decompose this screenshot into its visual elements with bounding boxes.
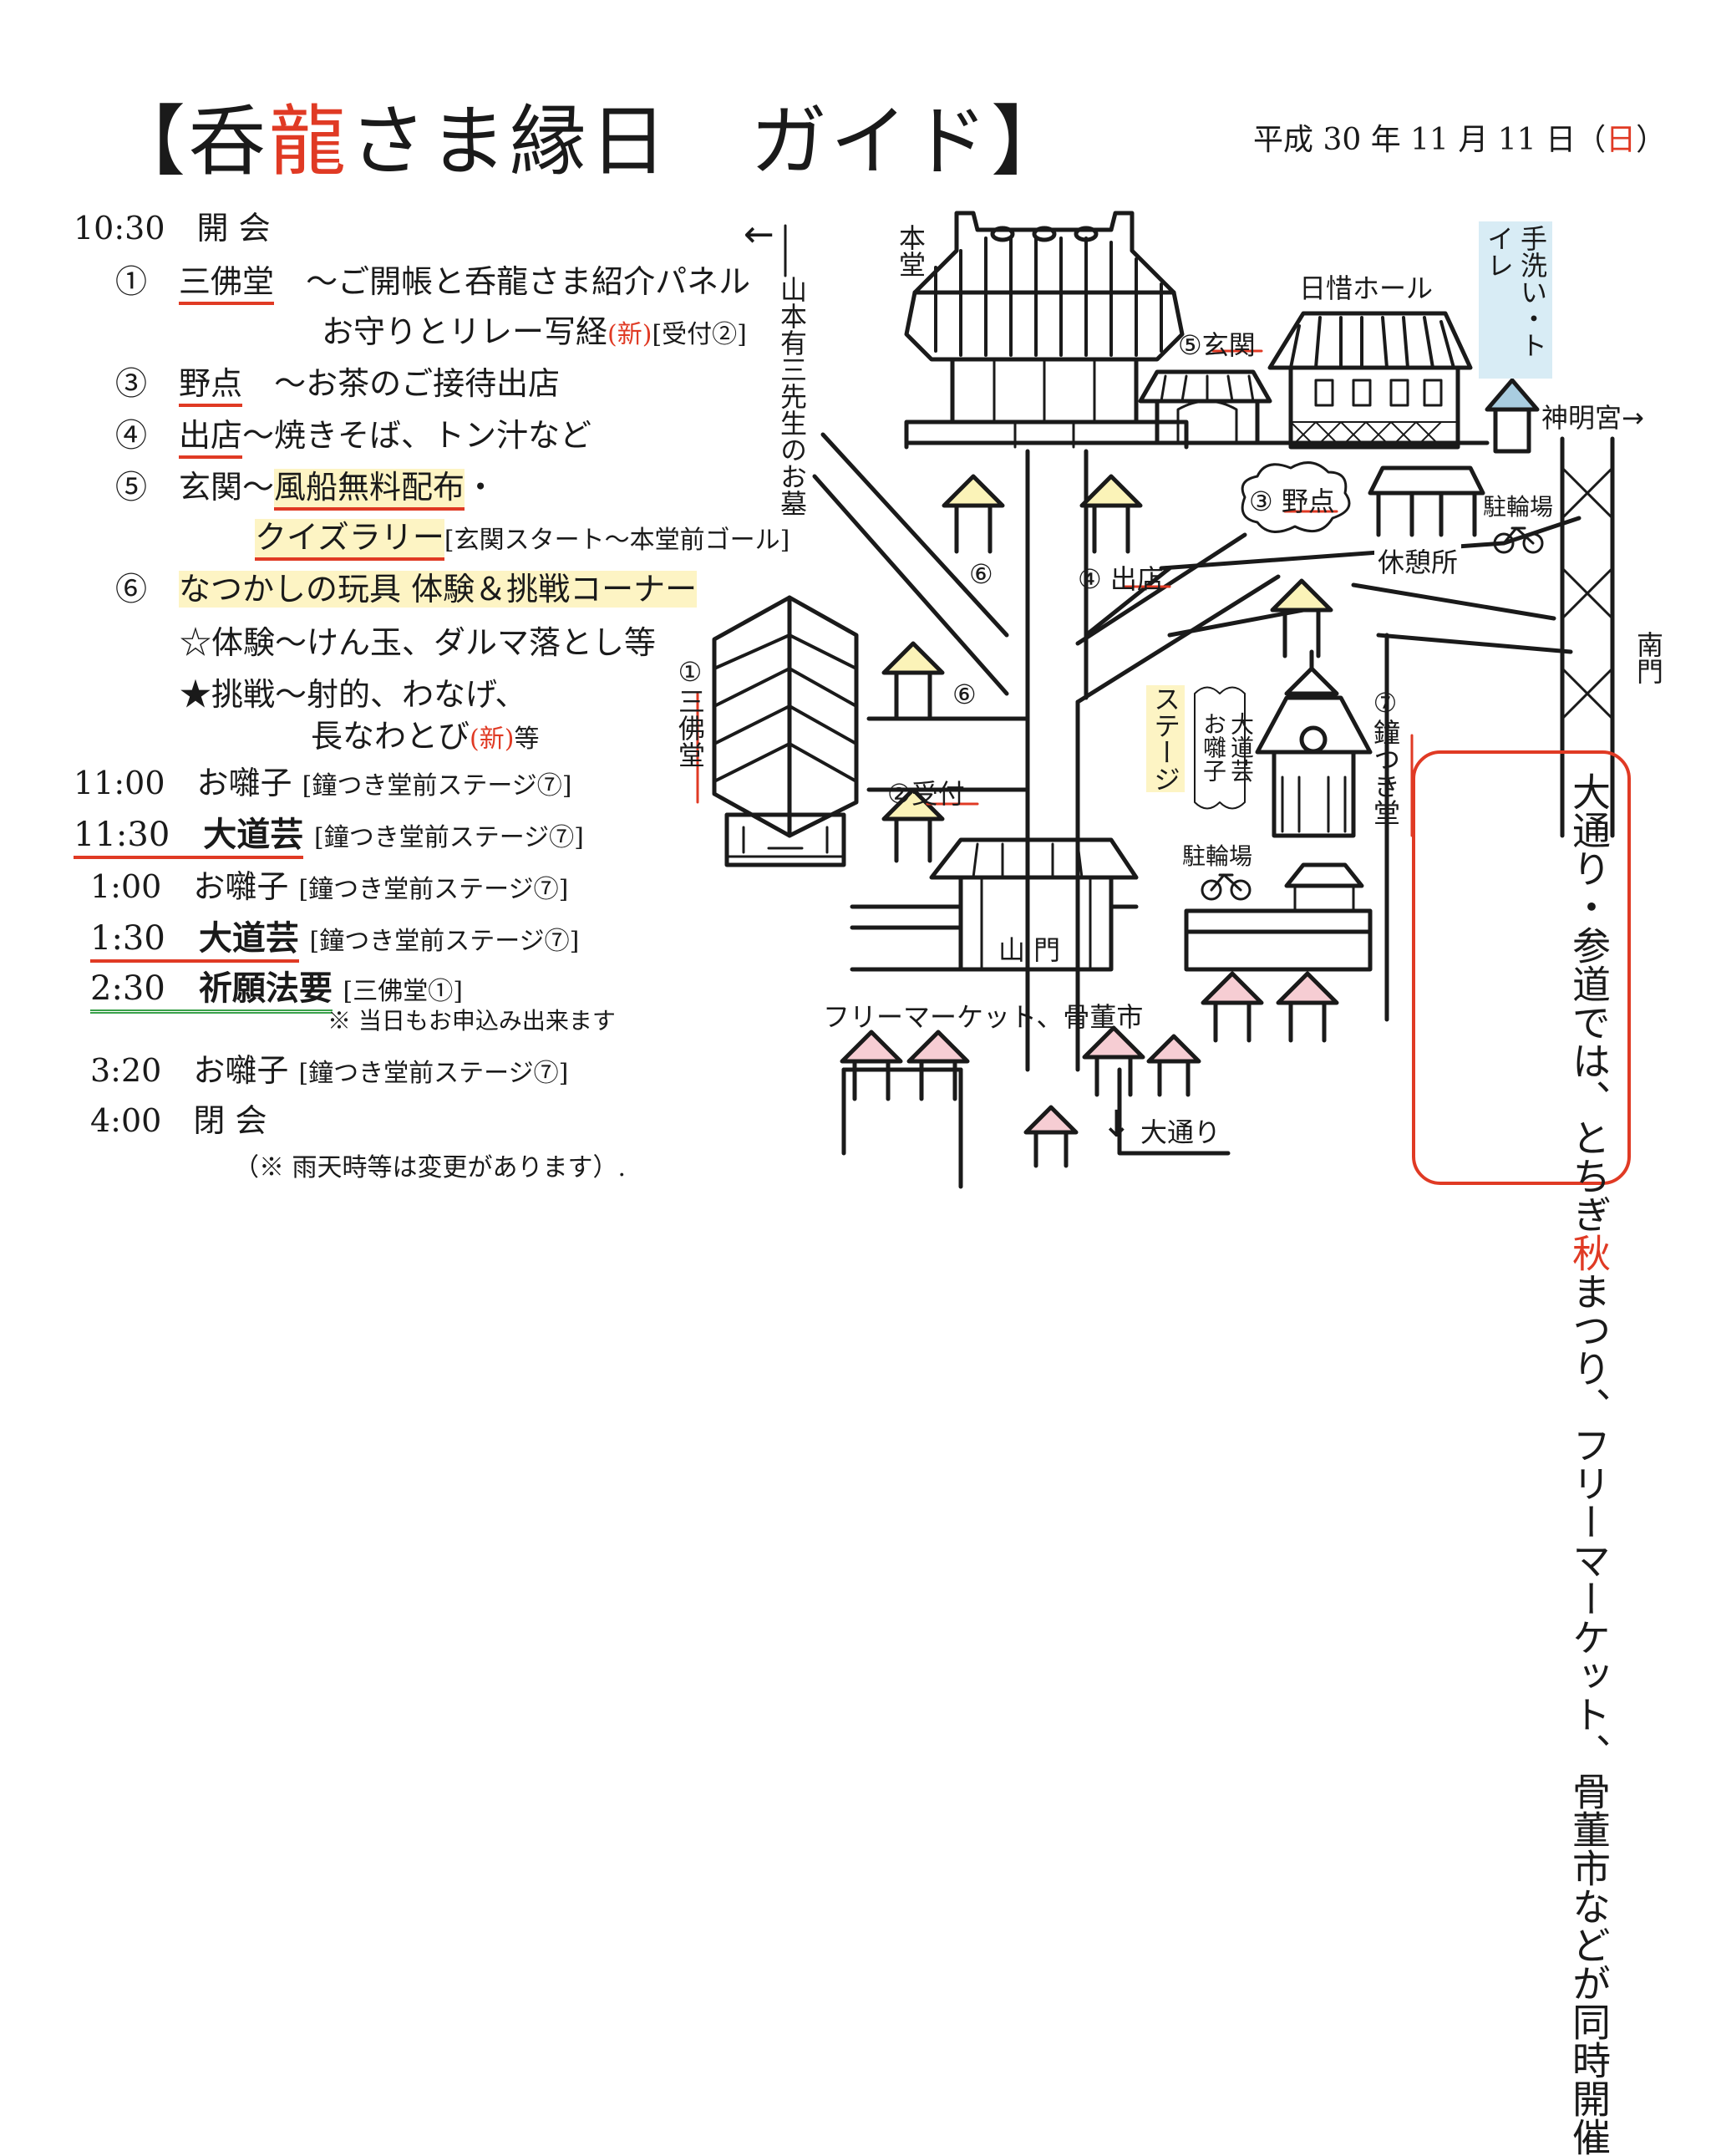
- diagonal-road-1: [820, 432, 1009, 638]
- tent-pink-2: [906, 1030, 970, 1101]
- sanbutsu-label: ①三佛堂: [674, 656, 706, 768]
- time-1130-row: 11:30 大道芸 [鐘つき堂前ステージ⑦]: [74, 807, 584, 859]
- bicycle-icon: [1493, 526, 1544, 554]
- sanmon-label: 山 門: [998, 934, 1061, 966]
- tent-pink-7: [1023, 1105, 1079, 1168]
- tent-pink-6: [1276, 971, 1339, 1043]
- tent-yellow-5: [1270, 578, 1333, 658]
- hall-label: 日惜ホール: [1299, 272, 1434, 304]
- event-1-row2: お守りとリレー写経(新)[受付②]: [322, 313, 747, 350]
- toilet-label: 手洗い・トイレ: [1479, 221, 1552, 379]
- hondo-building: [904, 211, 1189, 450]
- flea-market-label: フリーマーケット、骨董市: [823, 1001, 1144, 1033]
- event-4-row: ④ 出店～焼きそば、トン汁など: [115, 409, 591, 459]
- parking2-label: 駐輪場: [1182, 842, 1253, 870]
- reception-label: ②受付: [887, 778, 965, 810]
- rain-note: （※ 雨天時等は変更があります）.: [234, 1153, 627, 1182]
- hondo-label: 本堂: [895, 224, 927, 277]
- odori-label: 大通り: [1140, 1116, 1221, 1148]
- ohayashi-label: お囃子: [1200, 712, 1227, 782]
- grave-label: 山本有三先生のお墓: [776, 276, 808, 516]
- tent-yellow-2: [1079, 474, 1143, 554]
- six-label-b: ⑥: [952, 679, 977, 710]
- shop-label: ④ 出店: [1078, 563, 1164, 595]
- time-230-row: 2:30 祈願法要 [三佛堂①]: [90, 961, 463, 1014]
- event-5-row2: クイズラリー[玄関スタート～本堂前ゴール]: [255, 511, 789, 561]
- event-date: 平成 30 年 11 月 11 日（日）: [1253, 123, 1667, 157]
- tent-pink-5: [1201, 971, 1264, 1043]
- temple-map: [696, 211, 1615, 1189]
- nodate-cloud: [1241, 461, 1351, 533]
- bicycle-icon-2: [1201, 873, 1252, 901]
- bell-tower: [1255, 649, 1373, 838]
- event-6-row: ⑥ なつかしの玩具 体験＆挑戦コーナー: [115, 571, 698, 608]
- time-130-row: 1:30 大道芸 [鐘つき堂前ステージ⑦]: [90, 911, 579, 963]
- page-title: 【呑龍さま縁日 ガイド】: [109, 97, 1072, 186]
- event-3-row: ③ 野点 ～お茶のご接待出店: [115, 358, 560, 407]
- event-6-line2: ★挑戦～射的、わなげ、: [180, 676, 527, 713]
- genkan-building: [1138, 369, 1272, 445]
- toilet-building: [1485, 378, 1540, 454]
- south-gate-label: 南門: [1632, 631, 1664, 684]
- nodate-label: ③ 野点: [1249, 486, 1335, 517]
- hall-building: [1267, 311, 1473, 450]
- tent-pink-3: [1082, 1025, 1145, 1097]
- daidogei-label: 大道芸: [1227, 712, 1255, 782]
- event-6-line3: 長なわとび(新)等: [311, 718, 540, 755]
- shinmei-arrow-icon: →: [1622, 402, 1644, 434]
- sanbutsu-do-building: [712, 595, 859, 867]
- six-label-a: ⑥: [969, 558, 993, 590]
- info-box-text: 大通り・参道では、とちぎ秋まつり、フリーマーケット、骨董市などが同時開催: [1566, 772, 1612, 2156]
- event-1-row: ① 三佛堂 ～ご開帳と呑龍さま紹介パネル: [115, 256, 750, 305]
- tent-yellow-1: [942, 474, 1005, 554]
- close-time-row: 4:00 閉 会: [90, 1102, 267, 1139]
- time-100-row: 1:00 お囃子 [鐘つき堂前ステージ⑦]: [90, 868, 569, 905]
- genkan-label: ⑤玄関: [1178, 329, 1256, 361]
- prayer-note: ※ 当日もお申込み出来ます: [327, 1007, 616, 1035]
- rest-label: 休憩所: [1374, 542, 1462, 580]
- tent-pink-1: [840, 1030, 903, 1101]
- down-arrow-icon: ↓: [1101, 1103, 1132, 1146]
- bell-tower-label: ⑦鐘つき堂: [1369, 687, 1401, 826]
- tent-yellow-3: [881, 641, 945, 721]
- performance-cloud: [1194, 686, 1246, 810]
- stage-label: ステージ: [1146, 685, 1185, 792]
- info-box: 大通り・参道では、とちぎ秋まつり、フリーマーケット、骨董市などが同時開催: [1412, 750, 1631, 2156]
- time-1100-row: 11:00 お囃子 [鐘つき堂前ステージ⑦]: [74, 765, 572, 801]
- event-5-row: ⑤ 玄関～風船無料配布・: [115, 461, 496, 511]
- parking-label: 駐輪場: [1483, 493, 1554, 521]
- event-6-line1: ☆体験～けん玉、ダルマ落とし等: [180, 624, 657, 661]
- tent-pink-4: [1146, 1034, 1201, 1097]
- sanmon-gate: [850, 837, 1139, 972]
- grave-arrow-icon: ←: [744, 213, 774, 256]
- rest-area: [1368, 465, 1485, 537]
- open-time-row: 10:30 開 会: [74, 210, 271, 247]
- shinmei-label: 神明宮→: [1541, 402, 1644, 434]
- time-320-row: 3:20 お囃子 [鐘つき堂前ステージ⑦]: [90, 1052, 569, 1089]
